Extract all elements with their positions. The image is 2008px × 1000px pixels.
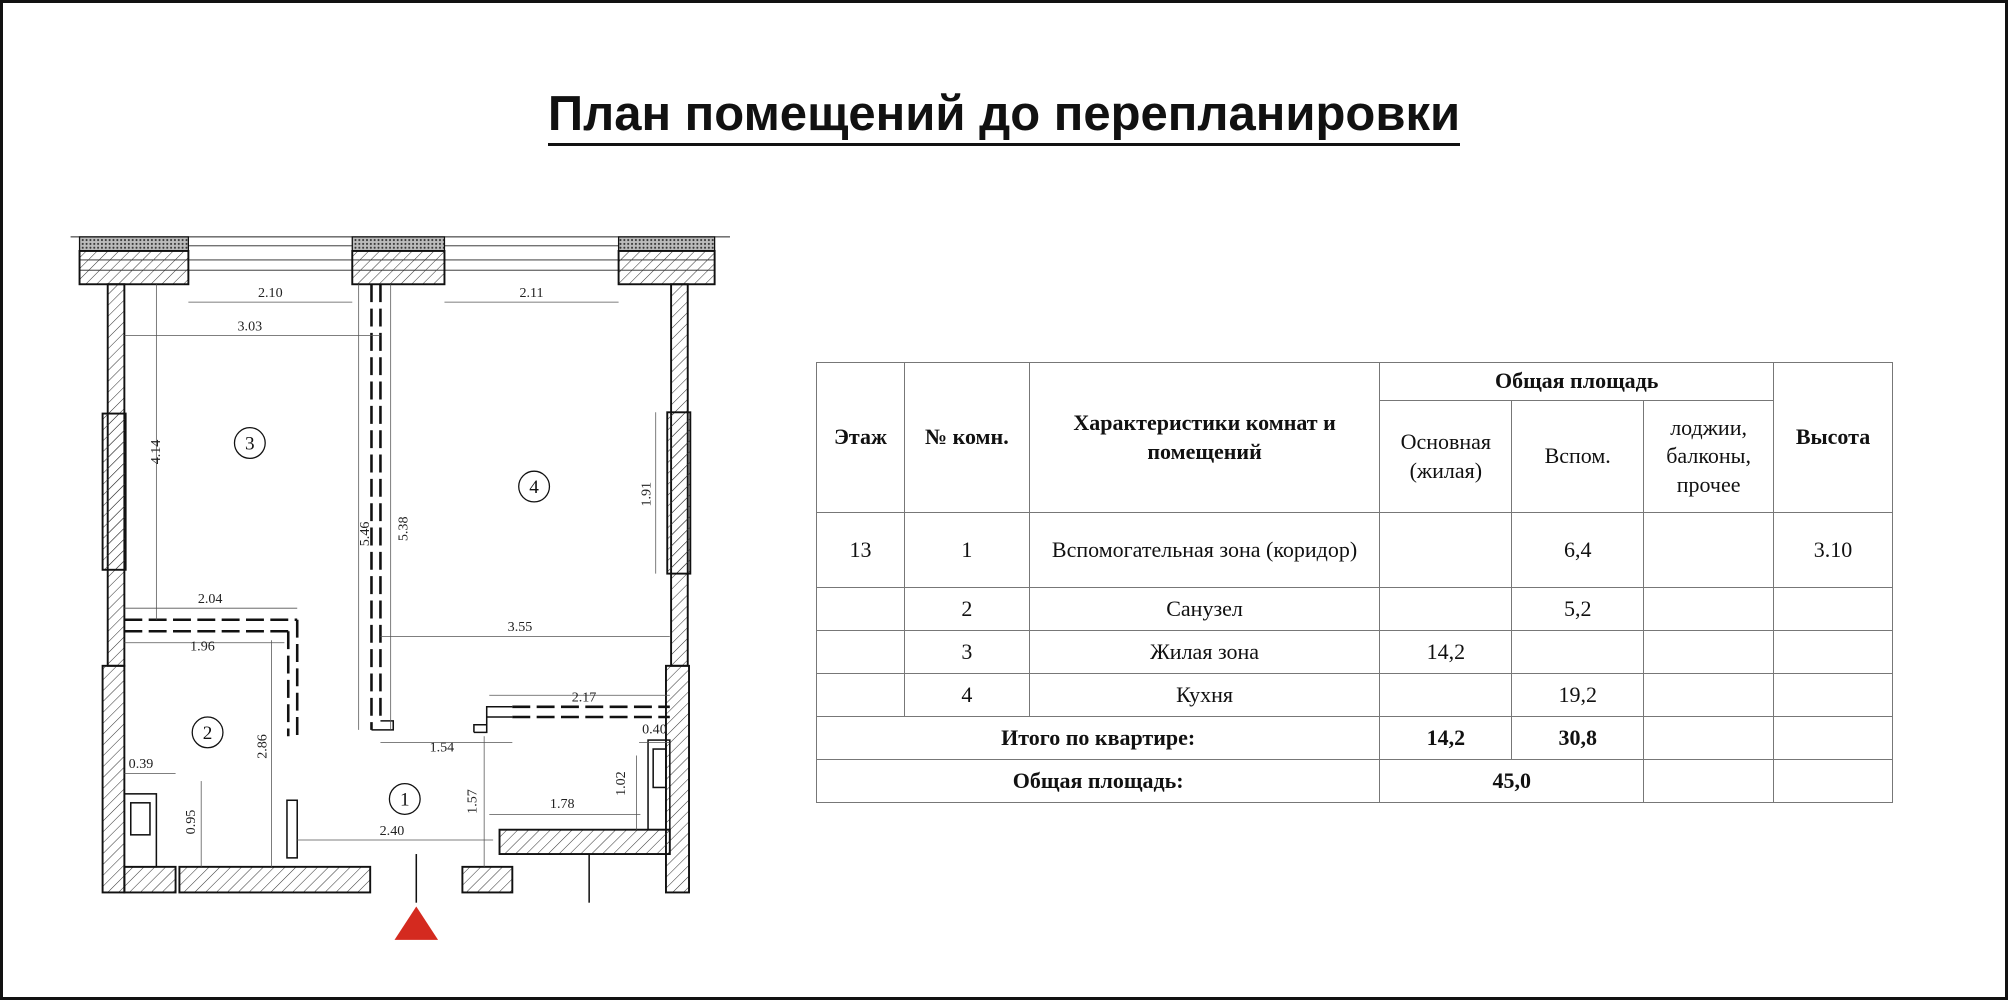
partitions-dashed bbox=[124, 284, 670, 737]
dim-label: 1.54 bbox=[430, 740, 455, 756]
rooms-table: Этаж № комн. Характеристики комнат и пом… bbox=[815, 362, 1893, 803]
header-floor: Этаж bbox=[816, 362, 905, 513]
cell-floor bbox=[816, 587, 905, 631]
cell-name: Жилая зона bbox=[1028, 630, 1381, 674]
cell-no: 3 bbox=[903, 630, 1030, 674]
cell-height bbox=[1773, 630, 1893, 674]
room-number: 1 bbox=[400, 789, 410, 810]
dim-label: 3.03 bbox=[238, 318, 263, 334]
header-aux: Вспом. bbox=[1511, 400, 1645, 513]
total-aux: 30,8 bbox=[1511, 716, 1645, 760]
room-number: 4 bbox=[529, 477, 539, 498]
cell-floor bbox=[816, 630, 905, 674]
dim-label: 5.46 bbox=[357, 522, 373, 547]
cell-aux: 6,4 bbox=[1511, 512, 1645, 588]
cell-height: 3.10 bbox=[1773, 512, 1893, 588]
dim-label: 0.95 bbox=[183, 810, 199, 835]
cell-main bbox=[1379, 673, 1513, 717]
cell-no: 4 bbox=[903, 673, 1030, 717]
cell-aux: 19,2 bbox=[1511, 673, 1645, 717]
cell-main: 14,2 bbox=[1379, 630, 1513, 674]
cell-name: Вспомогательная зона (коридор) bbox=[1028, 512, 1381, 588]
total-label: Итого по квартире: bbox=[815, 716, 1381, 760]
cell-loggia bbox=[1643, 512, 1775, 588]
header-main: Основная (жилая) bbox=[1379, 400, 1513, 513]
cell-floor bbox=[816, 673, 905, 717]
total-row: Итого по квартире: 14,2 30,8 bbox=[815, 716, 1893, 760]
dim-label: 2.86 bbox=[254, 734, 270, 759]
cell-aux bbox=[1511, 630, 1645, 674]
dim-label: 1.96 bbox=[190, 638, 215, 654]
cell-empty bbox=[1773, 716, 1893, 760]
page-title: План помещений до перепланировки bbox=[0, 86, 2008, 146]
header-loggia: лоджии, балконы, прочее bbox=[1643, 400, 1775, 513]
header-description: Характеристики комнат и помещений bbox=[1028, 362, 1381, 513]
page-title-text: План помещений до перепланировки bbox=[547, 87, 1461, 146]
cell-empty bbox=[1773, 759, 1893, 803]
dim-label: 0.40 bbox=[642, 722, 667, 738]
cell-main bbox=[1379, 512, 1513, 588]
walls bbox=[78, 250, 716, 894]
room-number: 2 bbox=[203, 723, 213, 744]
dim-label: 2.17 bbox=[572, 690, 597, 706]
entrance-arrow-icon bbox=[394, 906, 439, 940]
cell-aux: 5,2 bbox=[1511, 587, 1645, 631]
dim-label: 1.02 bbox=[613, 771, 629, 796]
cell-empty bbox=[1643, 759, 1775, 803]
cell-main bbox=[1379, 587, 1513, 631]
area-label: Общая площадь: bbox=[815, 759, 1381, 803]
cell-loggia bbox=[1643, 630, 1775, 674]
dim-label: 2.40 bbox=[380, 823, 405, 839]
dim-label: 5.38 bbox=[395, 516, 411, 541]
header-room-no: № комн. bbox=[903, 362, 1030, 513]
header-total-area: Общая площадь bbox=[1379, 362, 1775, 401]
dim-label: 3.55 bbox=[508, 619, 533, 635]
total-main: 14,2 bbox=[1379, 716, 1513, 760]
dim-label: 1.91 bbox=[639, 482, 655, 507]
cell-no: 1 bbox=[903, 512, 1030, 588]
wall-insulation bbox=[78, 236, 716, 252]
cell-floor: 13 bbox=[816, 512, 905, 588]
cell-loggia bbox=[1643, 587, 1775, 631]
area-value: 45,0 bbox=[1379, 759, 1645, 803]
cell-no: 2 bbox=[903, 587, 1030, 631]
dim-label: 4.14 bbox=[148, 440, 164, 465]
header-height: Высота bbox=[1773, 362, 1893, 513]
dim-label: 2.11 bbox=[519, 285, 543, 301]
dim-label: 2.10 bbox=[258, 285, 283, 301]
cell-name: Кухня bbox=[1028, 673, 1381, 717]
cell-name: Санузел bbox=[1028, 587, 1381, 631]
cell-loggia bbox=[1643, 673, 1775, 717]
dim-label: 1.78 bbox=[550, 796, 575, 812]
dim-label: 0.39 bbox=[129, 756, 154, 772]
cell-height bbox=[1773, 673, 1893, 717]
room-number: 3 bbox=[245, 433, 255, 454]
cell-height bbox=[1773, 587, 1893, 631]
area-row: Общая площадь: 45,0 bbox=[815, 759, 1893, 803]
dim-label: 1.57 bbox=[464, 789, 480, 814]
dim-label: 2.04 bbox=[198, 591, 223, 607]
cell-empty bbox=[1643, 716, 1775, 760]
